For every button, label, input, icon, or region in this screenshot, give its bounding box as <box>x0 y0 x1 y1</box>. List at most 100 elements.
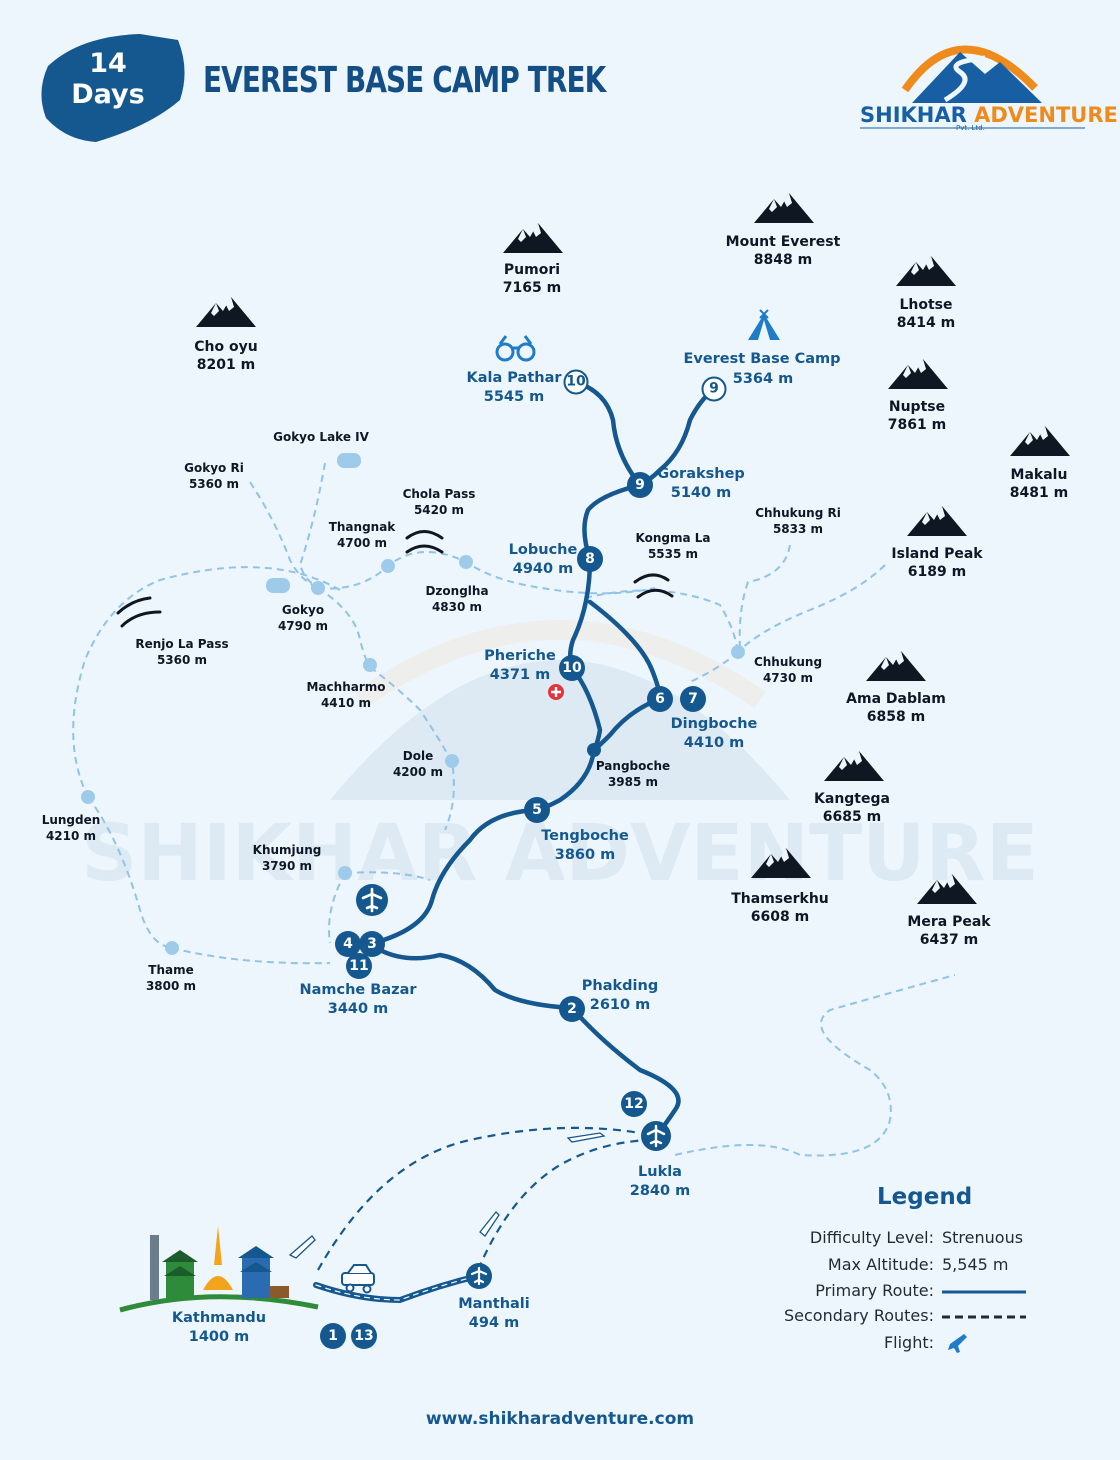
day-marker: 11 <box>346 953 372 979</box>
route-stop-name: Pheriche <box>484 648 556 664</box>
peak-name: Kangtega <box>814 791 890 807</box>
brand-name: SHIKHAR ADVENTURE <box>860 103 1118 127</box>
route-stop-name: Everest Base Camp <box>683 351 841 367</box>
place-altitude: 3985 m <box>607 774 659 789</box>
brand-name-part1: SHIKHAR <box>860 103 967 127</box>
place-name: Chhukung <box>753 655 823 669</box>
route-stop-altitude: 2840 m <box>629 1182 691 1199</box>
place-altitude: 4410 m <box>320 695 372 710</box>
legend-difficulty-label: Difficulty Level: <box>809 1228 934 1247</box>
peak-label: Mount Everest 8848 m <box>726 233 841 269</box>
base-camp-tent-icon <box>748 309 780 340</box>
peak-altitude: 6858 m <box>866 709 926 726</box>
place-altitude: 5360 m <box>156 652 208 667</box>
route-stop-name: Gorakshep <box>657 466 745 482</box>
peak-altitude: 7165 m <box>502 280 562 297</box>
legend-primary: Primary Route: <box>700 1281 934 1301</box>
peak-name: Lhotse <box>899 297 953 313</box>
peak-altitude: 8201 m <box>196 357 256 374</box>
day-marker: 3 <box>359 931 385 957</box>
peak-altitude: 6685 m <box>822 809 882 826</box>
route-stop-altitude: 5545 m <box>483 388 545 405</box>
gokyo-lake-icon <box>266 453 361 593</box>
svg-text:SHIKHAR ADVENTURE: SHIKHAR ADVENTURE <box>81 809 1039 899</box>
day-marker: 5 <box>524 797 550 823</box>
peak-name: Mount Everest <box>725 234 841 250</box>
place-altitude: 3790 m <box>261 858 313 873</box>
route-stop-label: Gorakshep 5140 m <box>657 465 745 503</box>
mountain-icon <box>196 297 256 327</box>
days-number: 14 <box>89 48 127 79</box>
place-altitude: 4830 m <box>431 599 483 614</box>
legend-swatches <box>942 1290 1026 1353</box>
legend-primary-label: Primary Route: <box>815 1281 934 1300</box>
road-route <box>313 1273 481 1304</box>
legend-difficulty-value: Strenuous <box>942 1228 1024 1247</box>
place-name: Kongma La <box>635 531 711 545</box>
place-altitude: 5420 m <box>413 502 465 517</box>
mountain-icon <box>503 223 563 253</box>
day-marker: 1 <box>320 1323 346 1349</box>
peak-altitude: 6437 m <box>919 932 979 949</box>
place-altitude: 5535 m <box>647 546 699 561</box>
place-altitude: 5360 m <box>188 476 240 491</box>
day-marker: 9 <box>627 472 653 498</box>
place-name: Lungden <box>41 813 101 827</box>
peak-label: Kangtega 6685 m <box>814 790 890 826</box>
place-altitude: 4200 m <box>392 764 444 779</box>
legend-altitude: Max Altitude: <box>700 1255 934 1275</box>
binoculars-icon <box>495 335 536 362</box>
legend-flight: Flight: <box>700 1333 934 1353</box>
route-stop-name: Phakding <box>581 978 659 994</box>
peak-name: Nuptse <box>888 399 946 415</box>
watermark: SHIKHAR ADVENTURE <box>81 620 1039 899</box>
mountain-icon <box>824 751 884 781</box>
place-name: Chola Pass <box>402 487 476 501</box>
pangboche-stop <box>587 743 601 757</box>
place-name: Pangboche <box>595 759 671 773</box>
peak-name: Makalu <box>1010 467 1068 483</box>
mountain-icon <box>907 506 967 536</box>
place-name: Dole <box>402 749 434 763</box>
page-title: EVEREST BASE CAMP TREK <box>203 60 606 101</box>
route-stop-altitude: 5140 m <box>670 484 732 501</box>
route-stop-altitude: 1400 m <box>188 1328 250 1345</box>
legend-title: Legend <box>877 1184 973 1210</box>
kathmandu-illustration <box>119 1226 319 1313</box>
days-word: Days <box>71 79 145 111</box>
footer-url[interactable]: www.shikharadventure.com <box>425 1409 695 1429</box>
place-altitude: 4700 m <box>336 535 388 550</box>
mountain-icon <box>896 256 956 286</box>
place-name: Chhukung Ri <box>755 506 841 520</box>
place-name: Renjo La Pass <box>135 637 229 651</box>
brand-name-part2: ADVENTURE <box>974 103 1118 127</box>
peak-name: Thamserkhu <box>731 891 829 907</box>
place-label: Gokyo Lake IV <box>273 430 369 446</box>
route-stop-label: Everest Base Camp <box>683 350 840 369</box>
peak-altitude: 8848 m <box>753 252 813 269</box>
place-name: Thangnak <box>328 520 396 534</box>
place-altitude: 4730 m <box>762 670 814 685</box>
brand-sub: Pvt. Ltd. <box>956 124 985 132</box>
route-stop-altitude: 3860 m <box>554 846 616 863</box>
place-name: Gokyo Lake IV <box>273 430 369 444</box>
